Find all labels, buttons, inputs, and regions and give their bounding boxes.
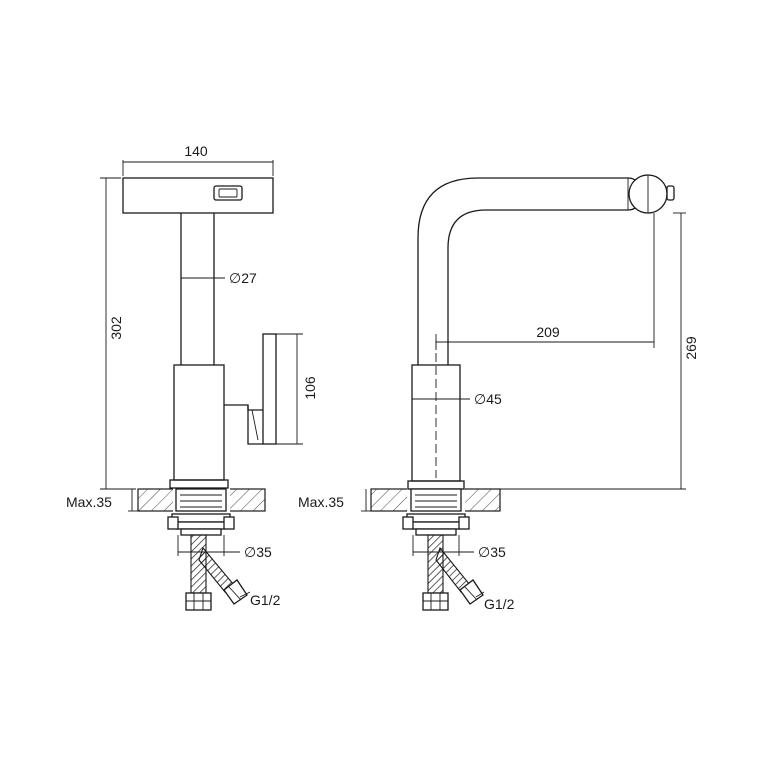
dim-140-label: 140 — [184, 143, 208, 159]
dim-d35-right-label: ∅35 — [478, 544, 506, 560]
dimension-106: 106 — [276, 333, 318, 445]
g12-right-label: G1/2 — [484, 596, 515, 612]
supply-hoses-right — [422, 534, 484, 611]
spout-pipe-left — [180, 213, 215, 365]
front-view: 140 302 ∅27 106 Max.35 — [66, 143, 318, 611]
dimension-302: 302 — [100, 177, 136, 490]
spout-curved-right — [417, 174, 675, 365]
dim-302-label: 302 — [108, 316, 124, 340]
dim-106-label: 106 — [302, 376, 318, 400]
dimension-d45: ∅45 — [412, 391, 502, 407]
dimension-g12-right: G1/2 — [475, 591, 515, 612]
supply-hoses-left — [185, 534, 248, 611]
dim-209-label: 209 — [536, 324, 560, 340]
shank-fitting-left — [167, 488, 235, 536]
dimension-max35-right: Max.35 — [298, 489, 371, 512]
dim-d45-label: ∅45 — [474, 391, 502, 407]
dim-d27-label: ∅27 — [229, 270, 257, 286]
dim-max35-right-label: Max.35 — [298, 494, 344, 510]
dimension-g12-left: G1/2 — [239, 591, 281, 608]
spray-head-left — [122, 177, 274, 214]
dim-269-label: 269 — [683, 336, 699, 360]
dimension-269: 269 — [500, 212, 699, 490]
g12-left-label: G1/2 — [250, 592, 281, 608]
dimension-max35-left: Max.35 — [66, 489, 138, 512]
shank-fitting-right — [402, 488, 470, 536]
dim-d35-left-label: ∅35 — [244, 544, 272, 560]
dimension-d35-left: ∅35 — [177, 535, 272, 560]
dim-max35-left-label: Max.35 — [66, 494, 112, 510]
dimension-d35-right: ∅35 — [412, 535, 506, 560]
faucet-body-left — [169, 364, 229, 489]
side-view: 209 269 ∅45 Max.35 ∅35 — [298, 174, 699, 612]
dimension-209: 209 — [435, 213, 655, 350]
dimension-d27: ∅27 — [181, 270, 257, 286]
lever-handle-left — [224, 333, 277, 445]
dimension-140: 140 — [122, 143, 274, 176]
